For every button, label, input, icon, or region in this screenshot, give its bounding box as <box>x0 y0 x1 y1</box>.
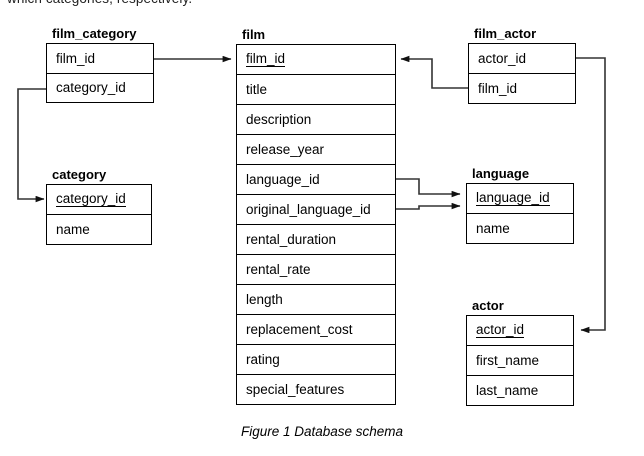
entity-table-language: language_id name <box>466 183 574 244</box>
clipped-paragraph-text: which categories, respectively. <box>7 0 192 6</box>
field-row[interactable]: original_language_id <box>237 195 395 225</box>
entity-title-actor: actor <box>472 298 504 313</box>
entity-film: film film_id title description release_y… <box>236 27 396 405</box>
entity-table-film-actor: actor_id film_id <box>468 43 576 104</box>
field-row[interactable]: language_id <box>467 184 573 214</box>
field-row[interactable]: description <box>237 105 395 135</box>
entity-category: category category_id name <box>46 167 152 245</box>
entity-title-category: category <box>52 167 107 182</box>
connector-filmactor-actor <box>576 57 606 334</box>
field-row[interactable]: film_id <box>47 44 153 74</box>
field-row[interactable]: replacement_cost <box>237 315 395 345</box>
field-row[interactable]: rental_rate <box>237 255 395 285</box>
entity-title-film-actor: film_actor <box>474 26 537 41</box>
entity-film-actor: film_actor actor_id film_id <box>468 26 576 104</box>
field-row[interactable]: title <box>237 75 395 105</box>
entity-title-film: film <box>242 27 266 42</box>
field-row[interactable]: film_id <box>469 74 575 103</box>
field-row[interactable]: special_features <box>237 375 395 404</box>
connector-filmactor-film <box>400 55 468 89</box>
entity-title-film-category: film_category <box>52 26 137 41</box>
field-row[interactable]: actor_id <box>467 316 573 346</box>
field-row[interactable]: rental_duration <box>237 225 395 255</box>
entity-table-film: film_id title description release_year l… <box>236 44 396 405</box>
entity-table-actor: actor_id first_name last_name <box>466 315 574 406</box>
field-row[interactable]: actor_id <box>469 44 575 74</box>
field-row[interactable]: rating <box>237 345 395 375</box>
field-row[interactable]: language_id <box>237 165 395 195</box>
field-row[interactable]: category_id <box>47 74 153 102</box>
field-row[interactable]: name <box>47 215 151 244</box>
connector-film-originallanguage <box>396 202 461 210</box>
field-row[interactable]: film_id <box>237 45 395 75</box>
field-row[interactable]: first_name <box>467 346 573 376</box>
entity-table-category: category_id name <box>46 184 152 245</box>
entity-title-language: language <box>472 166 530 181</box>
field-row[interactable]: length <box>237 285 395 315</box>
field-row[interactable]: release_year <box>237 135 395 165</box>
entity-table-film-category: film_id category_id <box>46 43 154 103</box>
connector-filmcategory-category <box>17 88 46 203</box>
entity-language: language language_id name <box>466 166 574 244</box>
field-row[interactable]: last_name <box>467 376 573 405</box>
figure-caption: Figure 1 Database schema <box>240 424 404 439</box>
entity-film-category: film_category film_id category_id <box>46 26 154 103</box>
connector-film-language <box>396 178 461 198</box>
field-row[interactable]: name <box>467 214 573 243</box>
entity-actor: actor actor_id first_name last_name <box>466 298 574 406</box>
field-row[interactable]: category_id <box>47 185 151 215</box>
